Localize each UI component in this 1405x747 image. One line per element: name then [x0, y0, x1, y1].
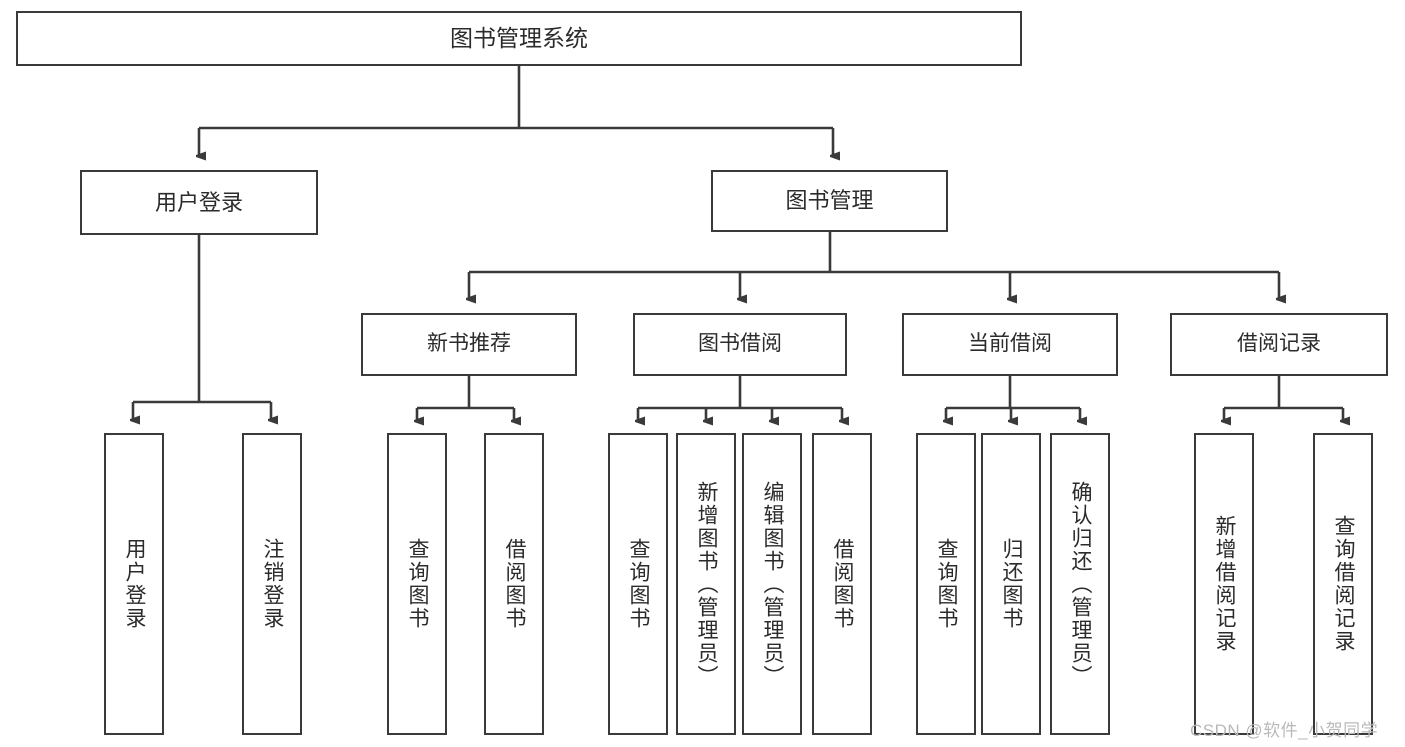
node-label: 图书借阅	[698, 332, 782, 356]
leaf-current-borrow-confirm-return-admin[interactable]: 确认归还（管理员）	[1050, 433, 1110, 735]
node-current-borrow[interactable]: 当前借阅	[902, 313, 1118, 376]
node-label: 借阅图书	[503, 538, 527, 630]
node-book-borrow[interactable]: 图书借阅	[633, 313, 847, 376]
node-label: 归还图书	[1000, 538, 1024, 630]
node-label: 新增借阅记录	[1213, 515, 1237, 653]
leaf-book-borrow-query-book[interactable]: 查询图书	[608, 433, 668, 735]
node-label: 编辑图书（管理员）	[761, 480, 785, 688]
node-label: 新书推荐	[427, 332, 511, 356]
leaf-book-borrow-borrow-book[interactable]: 借阅图书	[812, 433, 872, 735]
node-label: 确认归还（管理员）	[1069, 480, 1093, 688]
node-label: 图书管理系统	[450, 25, 588, 52]
node-label: 用户登录	[154, 189, 243, 215]
node-label: 借阅记录	[1237, 332, 1321, 356]
node-label: 当前借阅	[968, 332, 1052, 356]
node-label: 查询图书	[627, 538, 651, 630]
leaf-current-borrow-query-book[interactable]: 查询图书	[916, 433, 976, 735]
leaf-current-borrow-return-book[interactable]: 归还图书	[981, 433, 1041, 735]
node-label: 新增图书（管理员）	[695, 480, 719, 688]
watermark-csdn: CSDN @软件_小贺同学	[1190, 721, 1379, 740]
leaf-new-book-borrow-book[interactable]: 借阅图书	[484, 433, 544, 735]
node-label: 图书管理	[785, 188, 874, 214]
node-label: 查询借阅记录	[1332, 515, 1356, 653]
leaf-book-borrow-edit-book-admin[interactable]: 编辑图书（管理员）	[742, 433, 802, 735]
node-root-book-management-system[interactable]: 图书管理系统	[16, 11, 1022, 66]
node-label: 用户登录	[123, 538, 147, 630]
leaf-new-book-query-book[interactable]: 查询图书	[387, 433, 447, 735]
leaf-borrow-record-add-record[interactable]: 新增借阅记录	[1194, 433, 1254, 735]
leaf-borrow-record-query-record[interactable]: 查询借阅记录	[1313, 433, 1373, 735]
node-label: 查询图书	[406, 538, 430, 630]
node-label: 借阅图书	[831, 538, 855, 630]
leaf-user-login-login[interactable]: 用户登录	[104, 433, 164, 735]
node-label: 注销登录	[261, 538, 285, 630]
node-label: 查询图书	[935, 538, 959, 630]
node-book-management[interactable]: 图书管理	[711, 170, 948, 232]
node-new-book-recommend[interactable]: 新书推荐	[361, 313, 577, 376]
node-borrow-record[interactable]: 借阅记录	[1170, 313, 1388, 376]
leaf-book-borrow-add-book-admin[interactable]: 新增图书（管理员）	[676, 433, 736, 735]
node-user-login[interactable]: 用户登录	[80, 170, 318, 235]
leaf-user-login-logout[interactable]: 注销登录	[242, 433, 302, 735]
